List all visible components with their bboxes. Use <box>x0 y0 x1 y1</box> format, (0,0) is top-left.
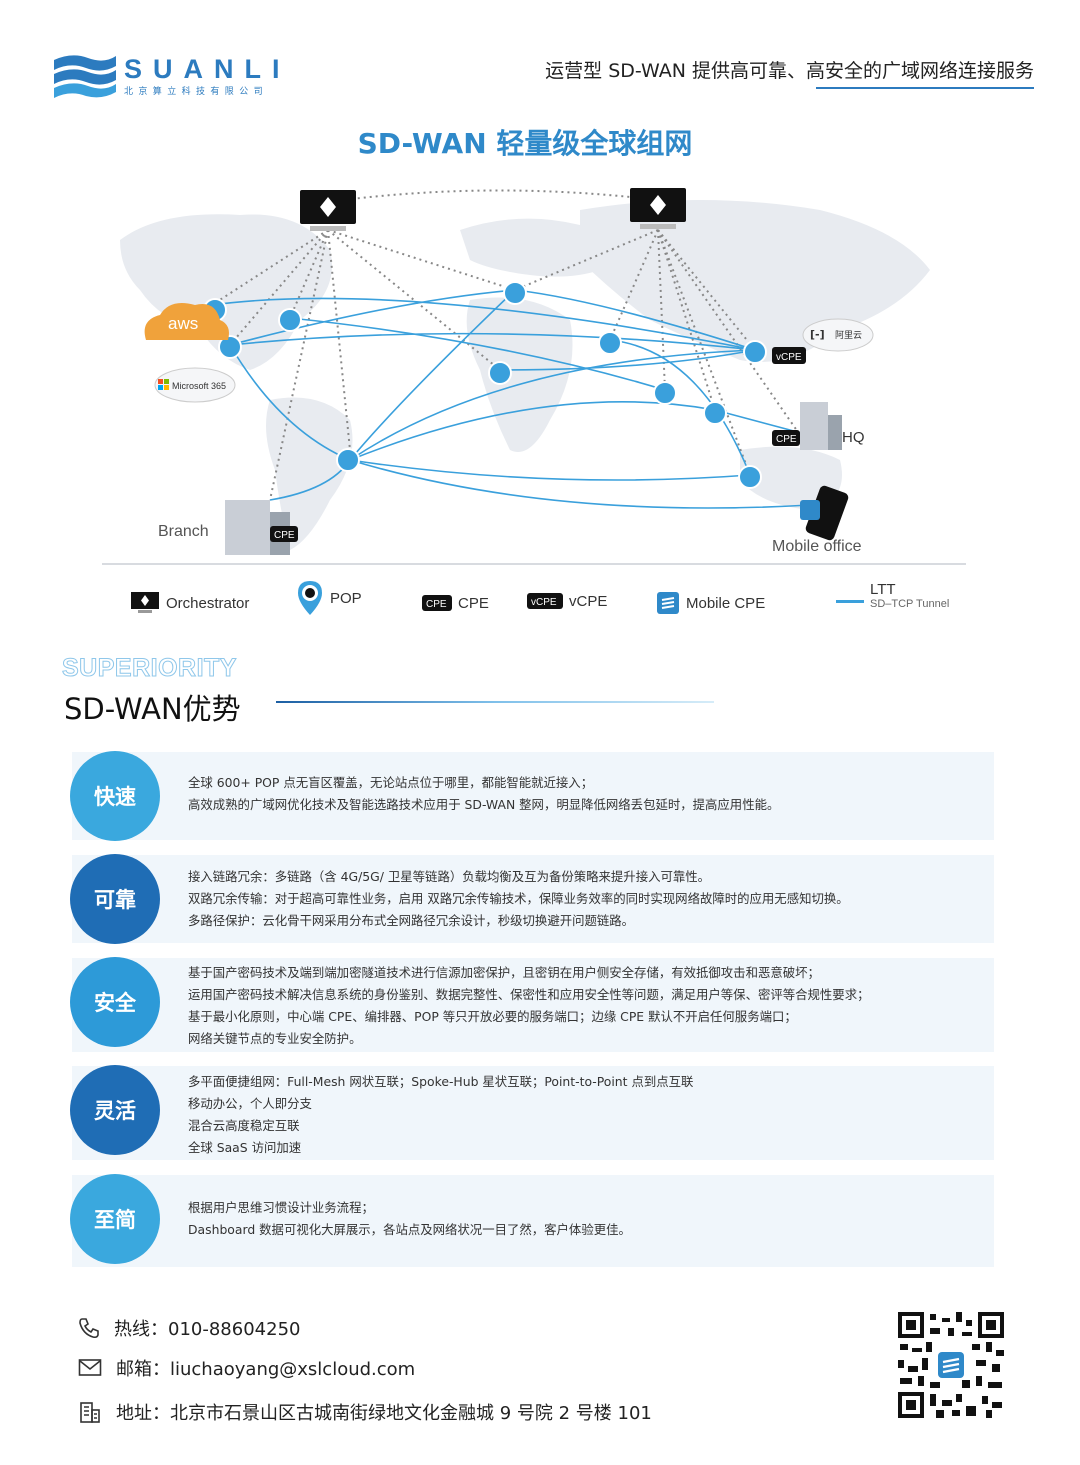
slogan: 运营型 SD-WAN 提供高可靠、高安全的广域网络连接服务 <box>545 60 1034 82</box>
email-text: 邮箱：liuchaoyang@xslcloud.com <box>116 1359 416 1380</box>
feature-badge: 快速 <box>70 751 160 841</box>
feature-text: 接入链路冗余：多链路（含 4G/5G/ 卫星等链路）负载均衡及互为备份策略来提升… <box>188 869 849 928</box>
pop-icon <box>298 581 322 615</box>
orchestrator-icon <box>131 592 159 613</box>
legend-orchestrator: Orchestrator <box>130 588 249 618</box>
contact-address: 地址：北京市石景山区古城南街绿地文化金融城 9 号院 2 号楼 101 <box>78 1399 652 1425</box>
orchestrator-links <box>211 189 801 501</box>
feature-text: 多平面便捷组网：Full-Mesh 网状互联；Spoke-Hub 星状互联；Po… <box>188 1074 694 1155</box>
svg-text:vCPE: vCPE <box>776 352 802 363</box>
feature-badge: 可靠 <box>70 854 160 944</box>
address-text: 地址：北京市石景山区古城南街绿地文化金融城 9 号院 2 号楼 101 <box>116 1403 652 1424</box>
map-divider <box>102 563 966 565</box>
aliyun-label: 阿里云 <box>835 330 862 341</box>
logo-mark-icon <box>54 55 116 98</box>
svg-text:[-]: [-] <box>810 328 825 341</box>
heading-rule <box>276 701 714 703</box>
logo <box>52 50 292 100</box>
feature-text: 全球 600+ POP 点无盲区覆盖，无论站点位于哪里，都能智能就近接入； 高效… <box>188 775 780 812</box>
legend-ltt-label: LTT <box>870 581 896 598</box>
feature-text: 基于国产密码技术及端到端加密隧道技术进行信源加密保护，且密钥在用户侧安全存储，有… <box>188 965 870 1046</box>
branch-building-icon: CPE Branch <box>158 500 298 555</box>
ltt-line-icon <box>836 600 864 603</box>
feature-row-flexible: 灵活 多平面便捷组网：Full-Mesh 网状互联；Spoke-Hub 星状互联… <box>70 1065 994 1160</box>
vcpe-icon: vCPE <box>772 347 806 364</box>
legend-cpe: CPE CPE <box>422 588 489 618</box>
superiority-heading: SD-WAN优势 <box>64 692 241 726</box>
feature-row-fast: 快速 全球 600+ POP 点无盲区覆盖，无论站点位于哪里，都能智能就近接入；… <box>70 751 994 841</box>
svg-text:vCPE: vCPE <box>531 597 557 608</box>
mobile-cpe-icon <box>657 592 679 614</box>
legend-cpe-label: CPE <box>458 594 489 612</box>
legend-vcpe: vCPE vCPE <box>527 586 607 616</box>
legend-mobile-cpe-label: Mobile CPE <box>686 594 766 612</box>
mobile-office-icon: Mobile office <box>772 485 862 555</box>
microsoft-label: Microsoft 365 <box>172 381 226 391</box>
hq-label: HQ <box>842 429 865 446</box>
aws-cloud-icon: aws <box>144 302 229 340</box>
feature-row-reliable: 可靠 接入链路冗余：多链路（含 4G/5G/ 卫星等链路）负载均衡及互为备份策略… <box>70 854 994 944</box>
brand-name: SUANLI <box>124 54 291 84</box>
building-icon <box>80 1402 100 1423</box>
mail-icon <box>78 1359 102 1376</box>
aws-label: aws <box>168 314 198 333</box>
feature-row-simple: 至简 根据用户思维习惯设计业务流程； Dashboard 数据可视化大屏展示，各… <box>70 1174 994 1267</box>
feature-text: 根据用户思维习惯设计业务流程； Dashboard 数据可视化大屏展示，各站点及… <box>188 1200 631 1237</box>
branch-label: Branch <box>158 523 209 540</box>
feature-badge: 安全 <box>70 957 160 1047</box>
phone-icon <box>79 1318 99 1339</box>
svg-text:CPE: CPE <box>274 530 295 541</box>
page-title: SD-WAN 轻量级全球组网 <box>357 127 693 160</box>
legend-pop: POP <box>296 581 362 615</box>
ltt-tunnels <box>211 289 821 509</box>
svg-text:CPE: CPE <box>426 599 447 610</box>
microsoft-cloud-icon: Microsoft 365 <box>154 367 236 403</box>
network-map: aws Microsoft 365 [-] 阿里云 vCPE CPE HQ CP… <box>120 188 930 555</box>
qr-code-icon <box>896 1310 1006 1420</box>
feature-badge: 灵活 <box>70 1065 160 1155</box>
pop-icon <box>203 281 767 489</box>
legend-mobile-cpe: Mobile CPE <box>656 588 765 618</box>
brand-subtitle: 北京算立科技有限公司 <box>124 87 269 97</box>
contact-hotline: 热线：010-88604250 <box>78 1315 300 1341</box>
svg-text:CPE: CPE <box>776 434 797 445</box>
mobile-office-label: Mobile office <box>772 538 862 555</box>
hotline-text: 热线：010-88604250 <box>114 1319 301 1340</box>
feature-row-secure: 安全 基于国产密码技术及端到端加密隧道技术进行信源加密保护，且密钥在用户侧安全存… <box>70 957 994 1052</box>
contact-email: 邮箱：liuchaoyang@xslcloud.com <box>78 1355 415 1381</box>
orchestrator-icon <box>630 188 686 229</box>
slogan-underline <box>816 87 1034 89</box>
orchestrator-icon <box>300 190 356 231</box>
hq-building-icon: CPE HQ <box>772 402 865 450</box>
legend-orchestrator-label: Orchestrator <box>166 594 250 612</box>
cpe-icon: CPE <box>422 595 452 611</box>
legend-ltt-sublabel: SD–TCP Tunnel <box>870 598 950 610</box>
feature-badge: 至简 <box>70 1174 160 1264</box>
vcpe-icon: vCPE <box>527 593 563 609</box>
legend-pop-label: POP <box>330 589 362 607</box>
superiority-heading-en: SUPERIORITY <box>62 654 237 683</box>
aliyun-cloud-icon: [-] 阿里云 <box>802 318 874 352</box>
legend-vcpe-label: vCPE <box>569 592 608 610</box>
